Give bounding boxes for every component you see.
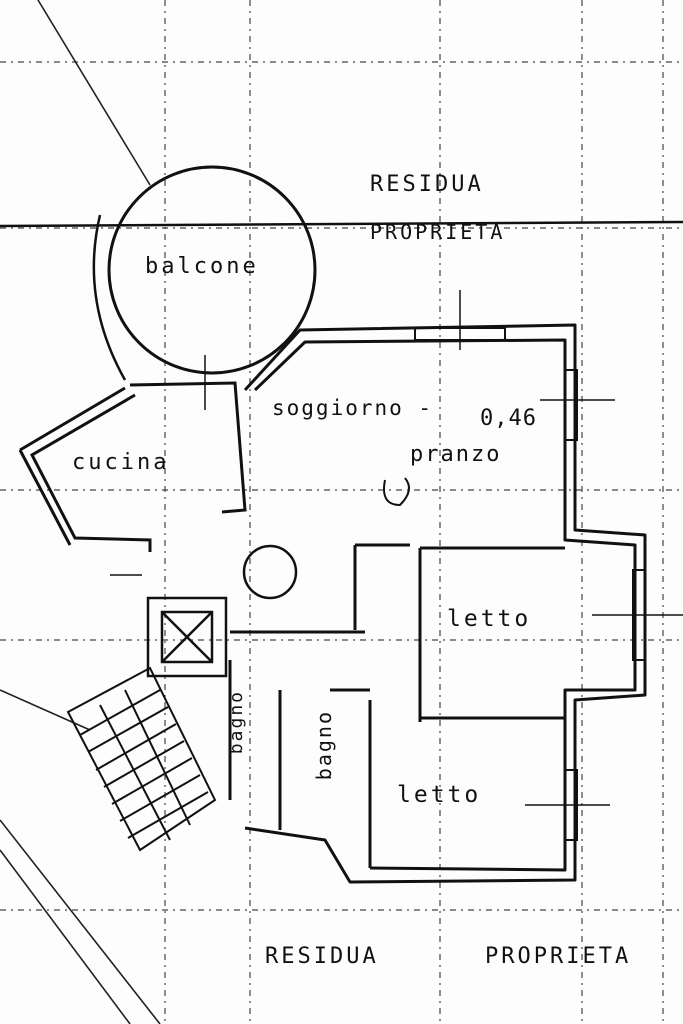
- diagonal-lines: [0, 0, 161, 1024]
- top-proprieta-label: PROPRIETA: [370, 220, 506, 244]
- balcone-label: balcone: [145, 254, 259, 279]
- letto-label-2: letto: [397, 782, 482, 808]
- elevator-shaft: [146, 596, 228, 678]
- windows: [414, 327, 646, 841]
- dimension-ticks: [110, 290, 683, 806]
- height-label: 0,46: [480, 406, 537, 431]
- property-boundary-line: [0, 220, 683, 228]
- staircase: [66, 666, 217, 852]
- pillar-circle: [242, 544, 298, 600]
- letto-label-1: letto: [447, 606, 532, 632]
- kitchen-walls: [18, 381, 247, 552]
- cucina-label: cucina: [72, 450, 170, 475]
- bagno-label-2: bagno: [312, 710, 336, 781]
- balcony-outline: [107, 165, 317, 375]
- interior-walls: [228, 543, 565, 868]
- bottom-proprieta-label: PROPRIETA: [485, 944, 632, 969]
- pranzo-label: pranzo: [410, 442, 502, 467]
- balcony-side-wall: [92, 214, 127, 381]
- top-residua-label: RESIDUA: [370, 172, 484, 197]
- bagno-label-1: bagno: [226, 690, 247, 755]
- soggiorno-label: soggiorno -: [272, 396, 434, 420]
- furniture-sketch: [383, 477, 410, 507]
- bottom-residua-label: RESIDUA: [265, 944, 379, 969]
